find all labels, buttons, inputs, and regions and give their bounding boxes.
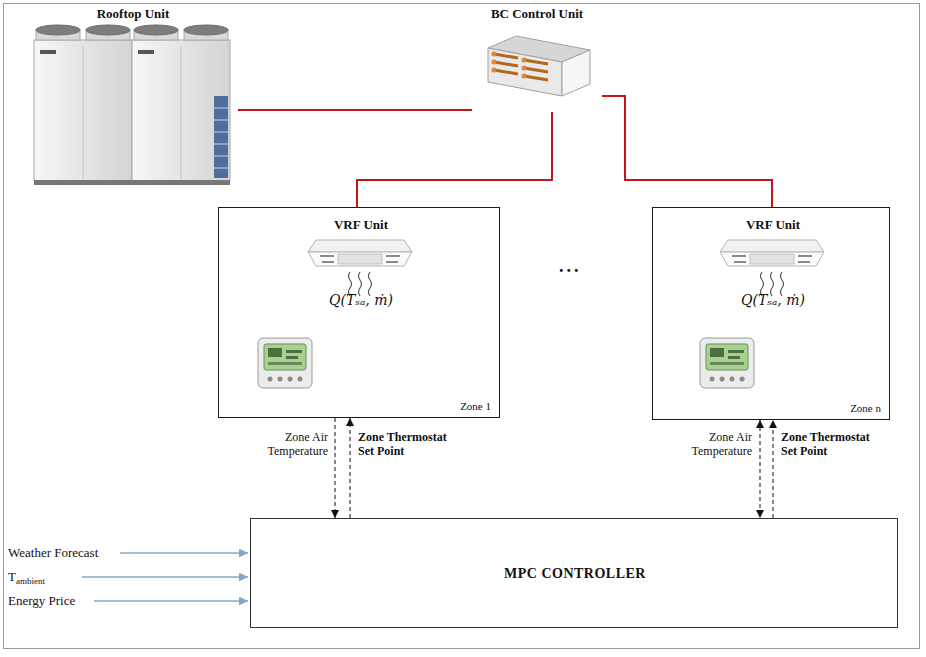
vrf-unit-label: VRF Unit xyxy=(746,217,800,233)
signal-arrow xyxy=(335,418,336,518)
rooftop-unit: Rooftop Unit xyxy=(28,4,238,188)
mpc-controller-box: MPC CONTROLLER xyxy=(250,518,898,628)
ellipsis: ... xyxy=(559,258,582,274)
rooftop-unit-illustration xyxy=(214,132,228,133)
vrf-unit-label: VRF Unit xyxy=(334,217,388,233)
input-label: T xyxy=(8,569,16,585)
rooftop-unit-illustration xyxy=(36,25,80,35)
input-arrows xyxy=(82,553,248,601)
signal-arrow xyxy=(760,420,761,518)
thermostat-illustration xyxy=(700,338,754,388)
heat-flow-formula: Q(Tₛₐ, ṁ) xyxy=(329,291,393,309)
input-label: Weather Forecast xyxy=(8,545,98,561)
rooftop-unit-illustration xyxy=(34,25,230,185)
rooftop-unit-illustration xyxy=(214,108,228,109)
bc-control-unit-illustration xyxy=(492,60,497,65)
signal-arrow xyxy=(350,418,351,518)
rooftop-unit-illustration xyxy=(83,46,84,179)
signal-label: Zone Thermostat Set Point xyxy=(781,430,885,458)
zone-name: Zone 1 xyxy=(460,400,491,413)
bc-control-unit-illustration xyxy=(494,54,518,58)
rooftop-unit-illustration xyxy=(214,120,228,121)
input-subscript: ambient xyxy=(16,576,45,587)
rooftop-unit-illustration xyxy=(214,144,228,145)
signal-label: Zone Thermostat Set Point xyxy=(358,430,462,458)
rooftop-unit-illustration xyxy=(181,46,182,179)
rooftop-unit-illustration xyxy=(86,25,130,35)
signal-label: Zone Air Temperature xyxy=(252,430,328,458)
heat-flow-formula: Q(Tₛₐ, ṁ) xyxy=(741,291,805,309)
vrf-cassette-illustration xyxy=(720,240,824,296)
bc-control-unit-illustration xyxy=(562,50,590,96)
bc-control-unit-illustration xyxy=(494,70,518,74)
rooftop-unit-illustration xyxy=(214,156,228,157)
bc-control-unit: BC Control Unit xyxy=(472,4,602,112)
unit-heading: BC Control Unit xyxy=(491,6,583,22)
bc-control-unit-illustration xyxy=(492,68,497,73)
rooftop-unit-illustration xyxy=(40,50,56,54)
rooftop-unit-illustration xyxy=(132,40,230,181)
rooftop-unit-illustration xyxy=(214,96,228,178)
signal-label: Zone Air Temperature xyxy=(676,430,752,458)
bc-control-unit-illustration xyxy=(488,48,562,96)
zone-name: Zone n xyxy=(850,402,881,415)
refrigerant-pipe xyxy=(602,96,772,207)
bc-control-unit-illustration xyxy=(522,74,527,79)
input-arrows xyxy=(94,600,248,602)
bc-control-unit-illustration xyxy=(522,66,527,71)
rooftop-unit-illustration xyxy=(34,40,132,181)
outer-frame xyxy=(4,4,920,649)
bc-control-unit-illustration xyxy=(524,76,548,80)
input-arrows xyxy=(120,552,248,554)
zone-box: VRF UnitQ(Tₛₐ, ṁ) Zone n xyxy=(652,207,890,420)
input-arrows xyxy=(82,576,248,578)
bc-control-unit-illustration xyxy=(488,36,590,96)
rooftop-unit-illustration xyxy=(34,180,230,185)
bc-control-unit-illustration xyxy=(492,52,497,57)
bc-control-unit-illustration xyxy=(524,60,548,64)
refrigerant-pipe xyxy=(238,109,472,111)
rooftop-unit-illustration xyxy=(138,50,154,54)
bc-control-unit-illustration xyxy=(494,62,518,66)
signal-arrow xyxy=(773,420,774,518)
input-label: Energy Price xyxy=(8,593,75,609)
rooftop-unit-illustration xyxy=(214,168,228,169)
vrf-cassette-illustration xyxy=(308,240,412,296)
rooftop-unit-illustration xyxy=(184,25,228,35)
controller-title: MPC CONTROLLER xyxy=(504,566,646,582)
unit-heading: Rooftop Unit xyxy=(97,6,170,22)
thermostat-illustration xyxy=(258,338,312,388)
rooftop-unit-illustration xyxy=(134,25,178,35)
zone-box: VRF UnitQ(Tₛₐ, ṁ) Zone 1 xyxy=(218,207,500,418)
bc-control-unit-illustration xyxy=(522,58,527,63)
bc-control-unit-illustration xyxy=(524,68,548,72)
refrigerant-pipe xyxy=(357,112,552,207)
